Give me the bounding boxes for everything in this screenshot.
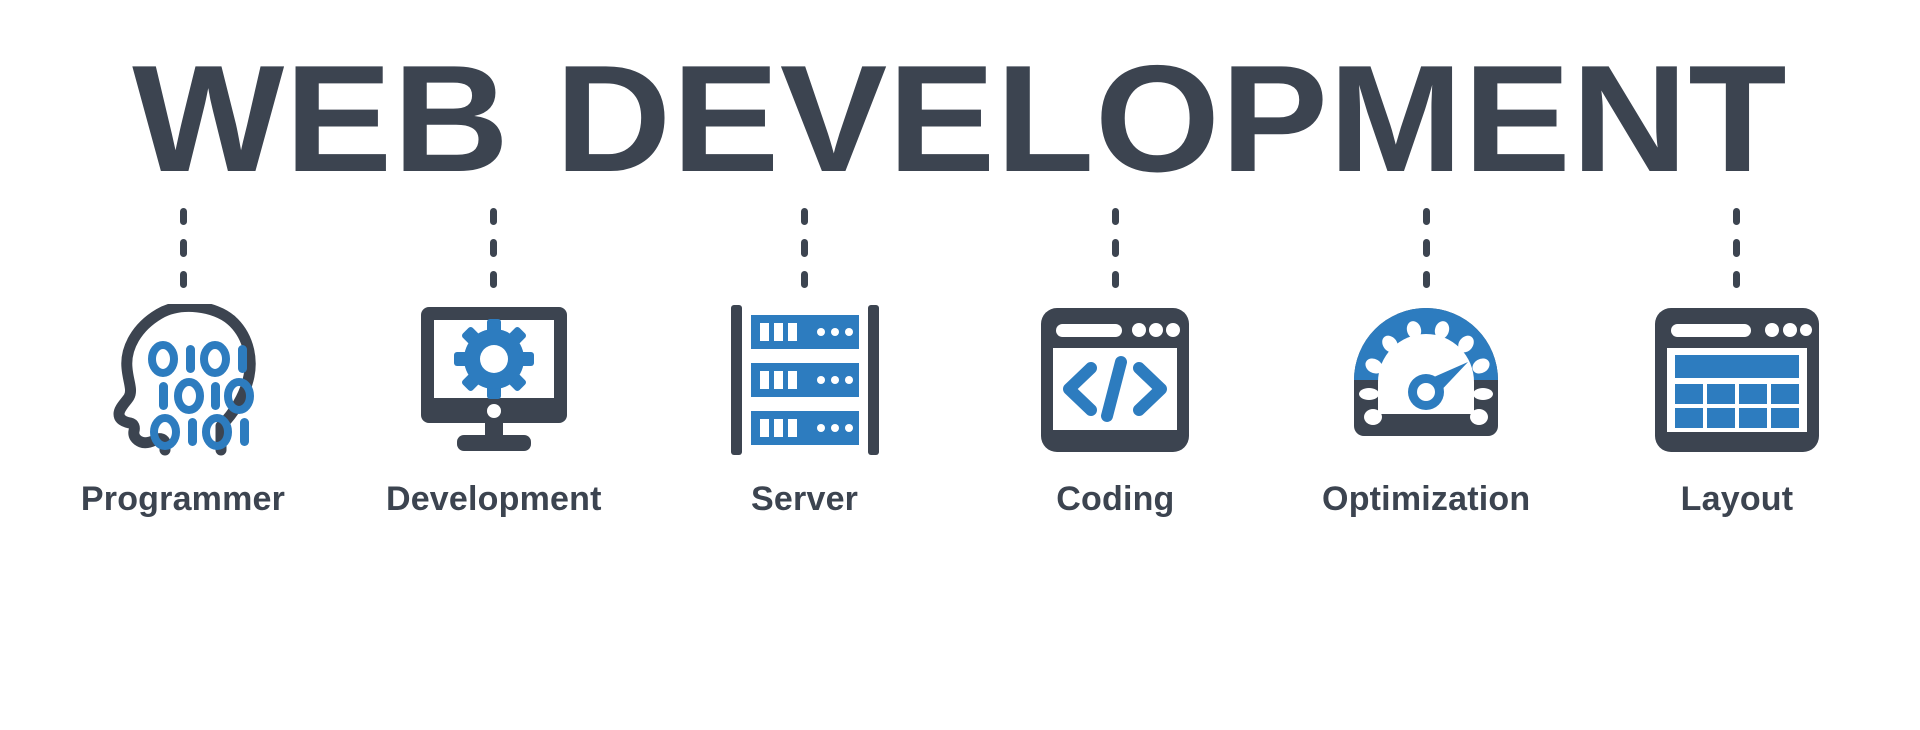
icon-container-development[interactable] [409,300,579,460]
page-title: WEB DEVELOPMENT [132,34,1788,204]
speedometer-icon [1354,308,1499,436]
dash-segment [1733,270,1741,288]
item-label-programmer: Programmer [80,480,286,518]
dash-segment [801,208,809,226]
dash-segment [179,239,187,257]
column-layout[interactable]: Layout [1592,196,1882,519]
dash-segment [1422,208,1430,226]
icon-columns: Programmer [0,196,1920,596]
dash-segment [179,270,187,288]
dash-segment [1422,239,1430,257]
head-binary-icon [113,304,256,456]
item-label-coding: Coding [1056,480,1175,518]
dashed-connector [801,196,809,288]
layout-grid-icon [1654,308,1819,452]
icon-container-coding[interactable] [1030,300,1200,460]
dashed-connector [1733,196,1741,288]
dashed-connector [1422,196,1430,288]
column-server[interactable]: Server [660,196,950,519]
dashed-connector [179,196,187,288]
banner-title-container: WEB DEVELOPMENT [0,34,1920,204]
dash-segment [1733,208,1741,226]
dash-segment [1422,270,1430,288]
monitor-gear-icon [420,307,567,451]
dash-segment [490,208,498,226]
dashed-connector [490,196,498,288]
icon-container-server[interactable] [720,300,890,460]
dashed-connector [1111,196,1119,288]
dash-segment [801,239,809,257]
dash-segment [1111,239,1119,257]
column-optimization[interactable]: Optimization [1281,196,1571,519]
column-coding[interactable]: Coding [970,196,1260,519]
item-label-layout: Layout [1680,480,1794,518]
icon-container-optimization[interactable] [1341,300,1511,460]
dash-segment [1111,208,1119,226]
code-browser-icon [1041,308,1190,452]
dash-segment [490,270,498,288]
item-label-optimization: Optimization [1322,480,1531,518]
column-programmer[interactable]: Programmer [38,196,328,519]
server-rack-icon [730,305,879,455]
dash-segment [179,208,187,226]
dash-segment [490,239,498,257]
icon-container-programmer[interactable] [98,300,268,460]
dash-segment [1111,270,1119,288]
item-label-server: Server [751,480,859,518]
column-development[interactable]: Development [349,196,639,519]
dash-segment [801,270,809,288]
dash-segment [1733,239,1741,257]
icon-container-layout[interactable] [1652,300,1822,460]
item-label-development: Development [385,480,602,518]
